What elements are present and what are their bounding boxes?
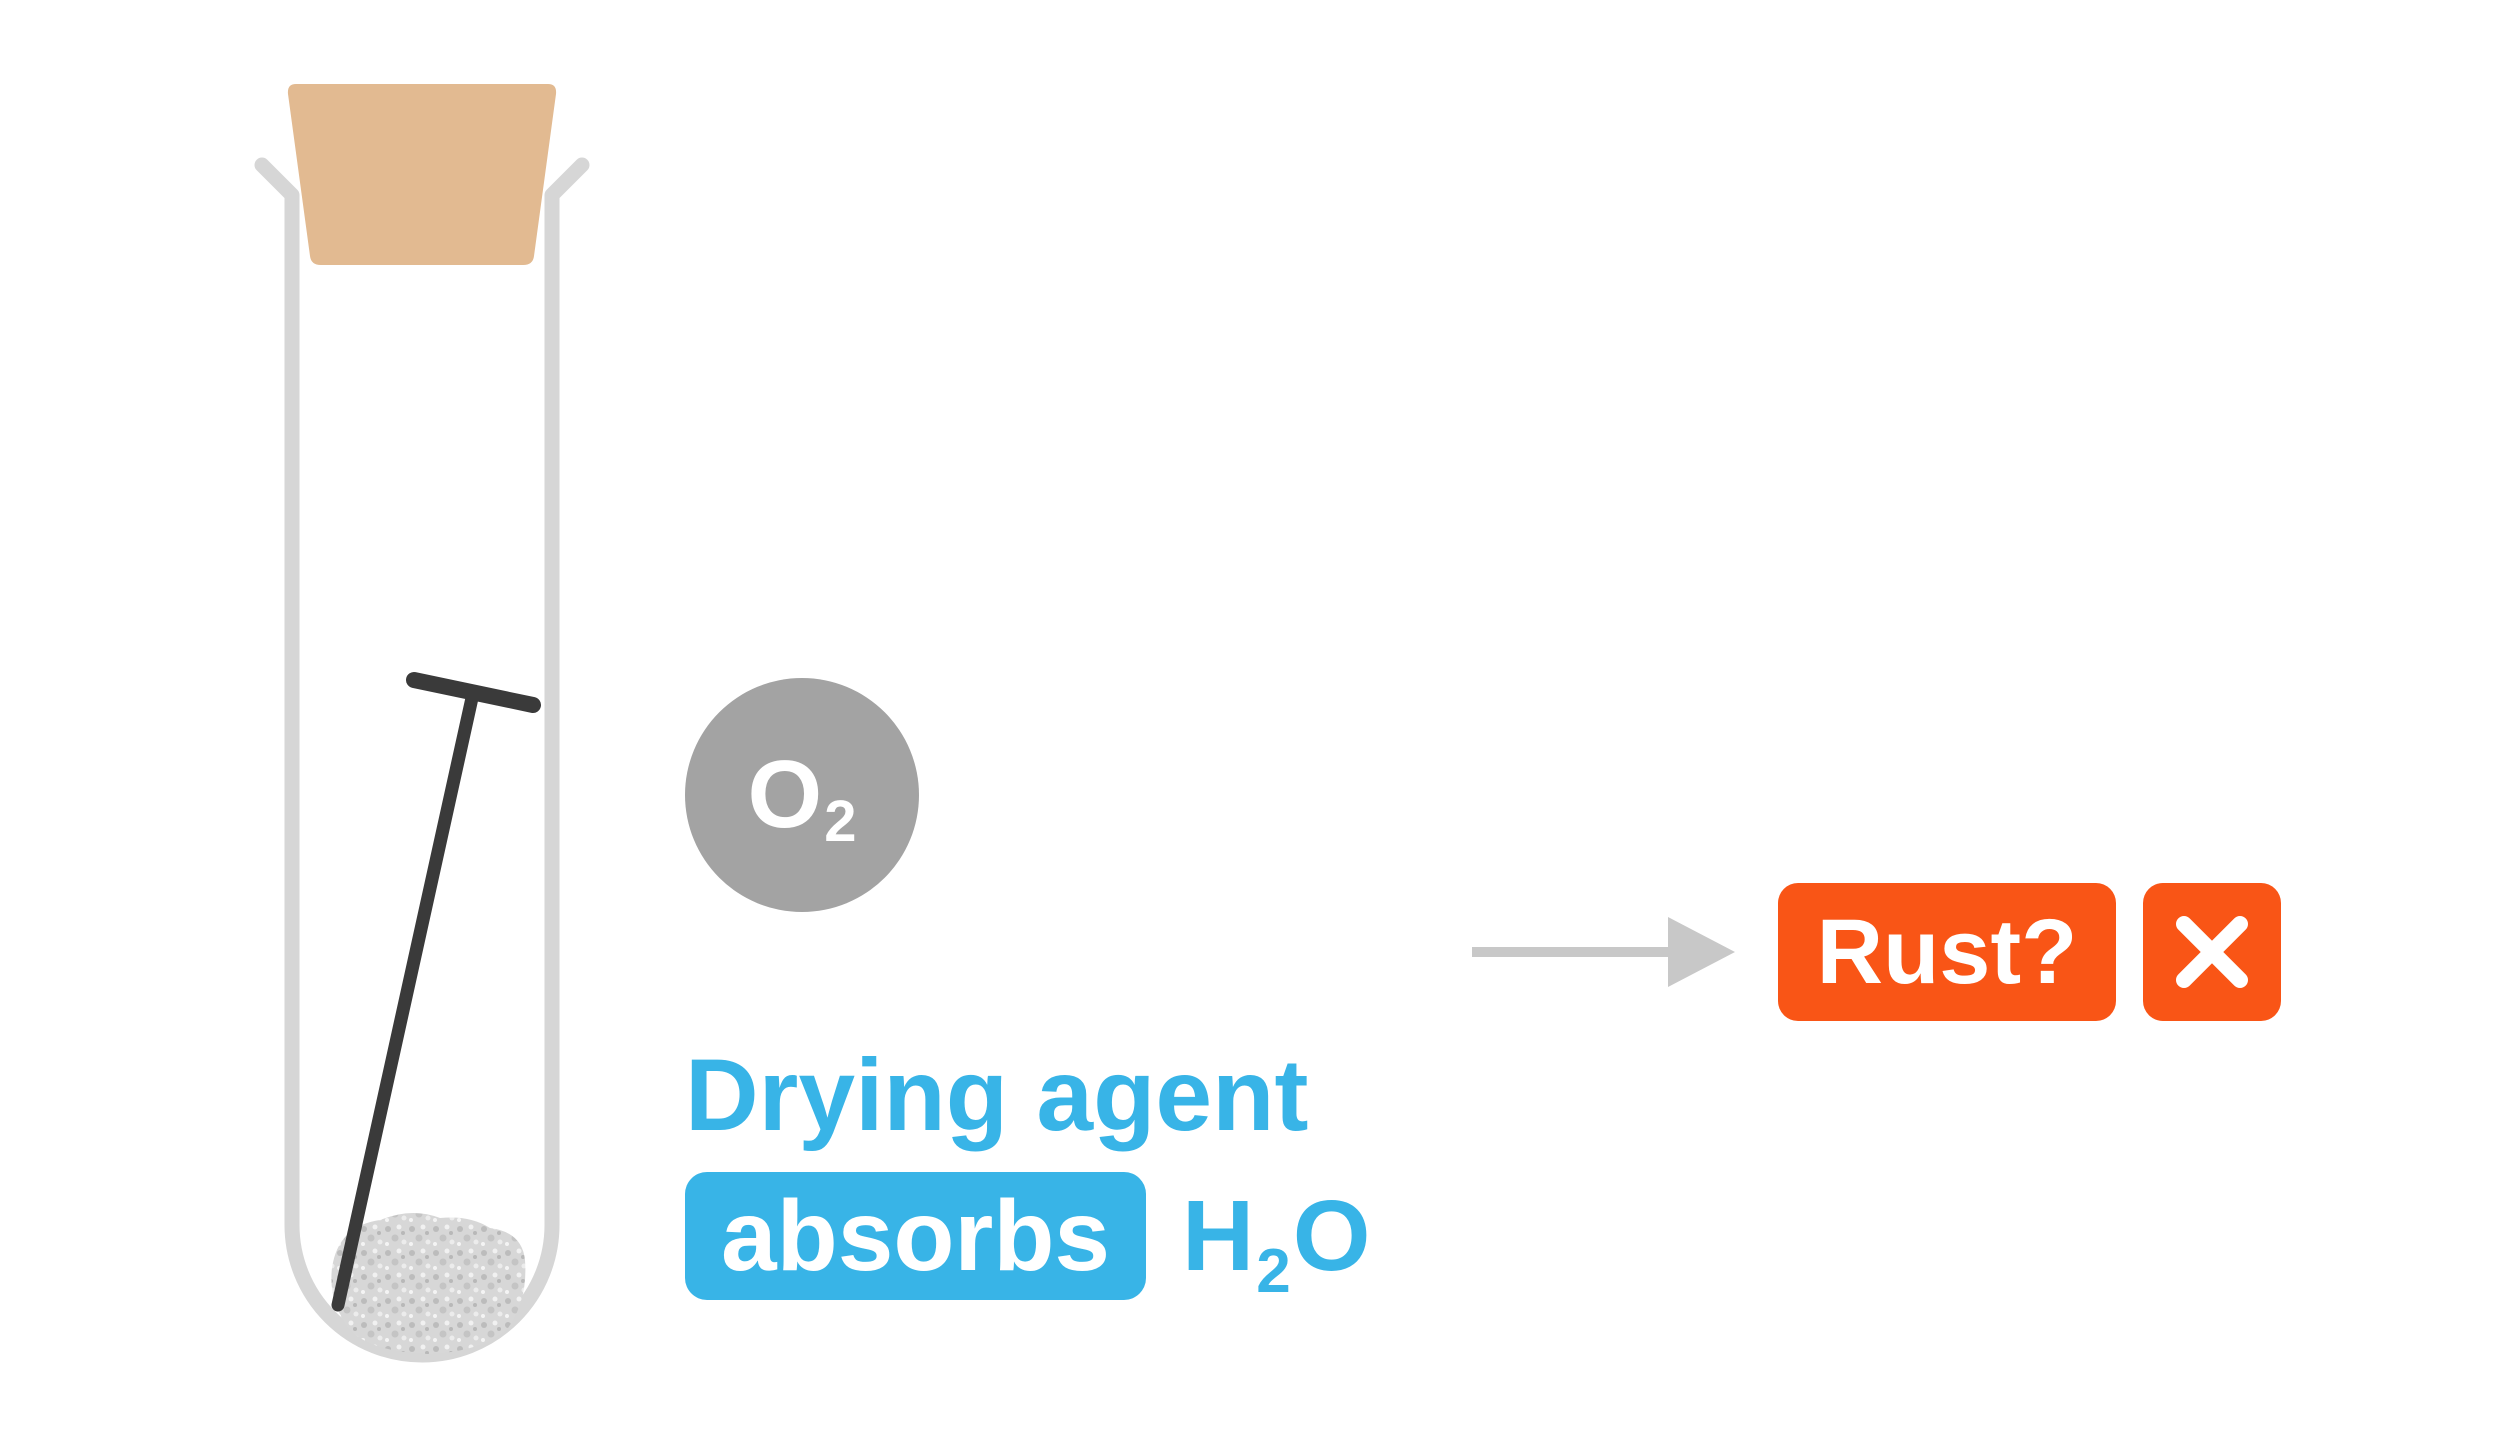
water-formula-subscript: 2 (1256, 1236, 1291, 1306)
no-rust-badge (2143, 883, 2281, 1021)
test-tube-glass (254, 157, 590, 1363)
result-arrow (1472, 917, 1735, 987)
rust-question-badge: Rust? (1778, 883, 2116, 1021)
water-formula-o: O (1292, 1179, 1371, 1292)
cork-stopper (287, 84, 557, 265)
cross-icon (2176, 916, 2248, 988)
drying-agent-title: Drying agent (685, 1038, 1309, 1152)
oxygen-subscript: 2 (824, 788, 857, 854)
iron-nail (331, 672, 541, 1312)
water-formula-h: H (1182, 1179, 1255, 1292)
drying-agent-crystals (331, 1212, 526, 1354)
test-tube (254, 84, 590, 1363)
oxygen-symbol: O (747, 741, 823, 848)
absorbs-pill: absorbs (685, 1172, 1147, 1300)
